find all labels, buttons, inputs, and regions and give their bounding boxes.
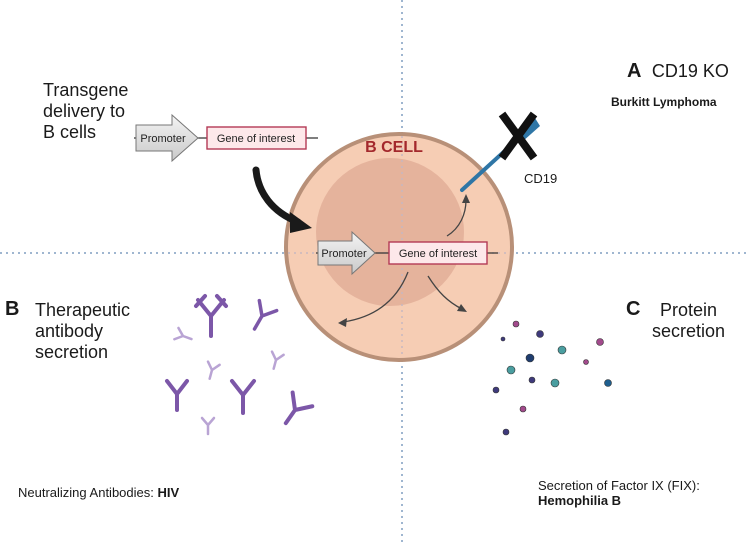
antibody-icon xyxy=(206,360,221,380)
top-gene-label: Gene of interest xyxy=(217,133,295,145)
footer-right-bold: Hemophilia B xyxy=(538,493,622,508)
protein-particles xyxy=(492,320,612,436)
section-b-title-line: secretion xyxy=(35,342,109,362)
footer-left: Neutralizing Antibodies: HIV xyxy=(18,485,179,500)
top-promoter-arrow xyxy=(135,113,199,163)
section-b-title: Therapeutic antibody secretion xyxy=(35,300,130,363)
section-c-letter: C xyxy=(626,298,641,320)
section-a-letter: A xyxy=(627,60,642,82)
nucleus-gene-label: Gene of interest xyxy=(399,248,477,260)
nucleus-promoter-label: Promoter xyxy=(321,248,367,260)
transgene-title-line: delivery to xyxy=(43,101,126,121)
antibody-icon xyxy=(165,379,189,412)
footer-right-line: Secretion of Factor IX (FIX): xyxy=(538,478,700,493)
nucleus-promoter-arrow xyxy=(317,230,376,276)
cell-label: B CELL xyxy=(365,139,423,156)
section-c-title-line: secretion xyxy=(652,321,726,341)
cd19-label: CD19 xyxy=(524,171,557,186)
knockout-x-icon xyxy=(498,111,538,161)
footer-right: Secretion of Factor IX (FIX): Hemophilia… xyxy=(538,478,700,508)
delivery-arrowhead xyxy=(290,212,312,233)
transgene-title: Transgene delivery to B cells xyxy=(43,80,128,143)
footer-left-bold: HIV xyxy=(157,485,180,500)
section-a-header: A CD19 KO xyxy=(627,60,729,83)
transgene-title-line: Transgene xyxy=(43,80,129,100)
gene-output-arrowheads xyxy=(338,194,470,327)
antibody-icon xyxy=(173,326,193,341)
section-a-title: CD19 KO xyxy=(651,61,729,81)
antibody-icon xyxy=(252,298,279,331)
section-a-subtitle: Burkitt Lymphoma xyxy=(611,95,717,109)
section-c-title-line: Protein xyxy=(660,300,718,320)
top-promoter-label: Promoter xyxy=(140,133,186,145)
gene-output-arrows xyxy=(342,199,467,323)
nucleus xyxy=(316,158,464,306)
antibody-icon xyxy=(270,350,285,370)
section-b-title-line: antibody xyxy=(35,321,104,341)
section-c-title: Protein secretion xyxy=(652,300,725,342)
section-b-title-line: Therapeutic xyxy=(35,300,131,320)
nucleus-gene-box xyxy=(388,241,488,265)
antibody-icon xyxy=(230,379,256,415)
antibody-icon xyxy=(200,416,216,436)
antibody-icon xyxy=(283,390,315,426)
antibody-icon xyxy=(194,294,228,338)
footer-left-text: Neutralizing Antibodies: xyxy=(18,485,154,500)
section-b-letter: B xyxy=(5,298,20,320)
antibody-icons xyxy=(165,294,315,436)
transgene-title-line: B cells xyxy=(43,122,97,142)
top-gene-box xyxy=(206,126,307,150)
